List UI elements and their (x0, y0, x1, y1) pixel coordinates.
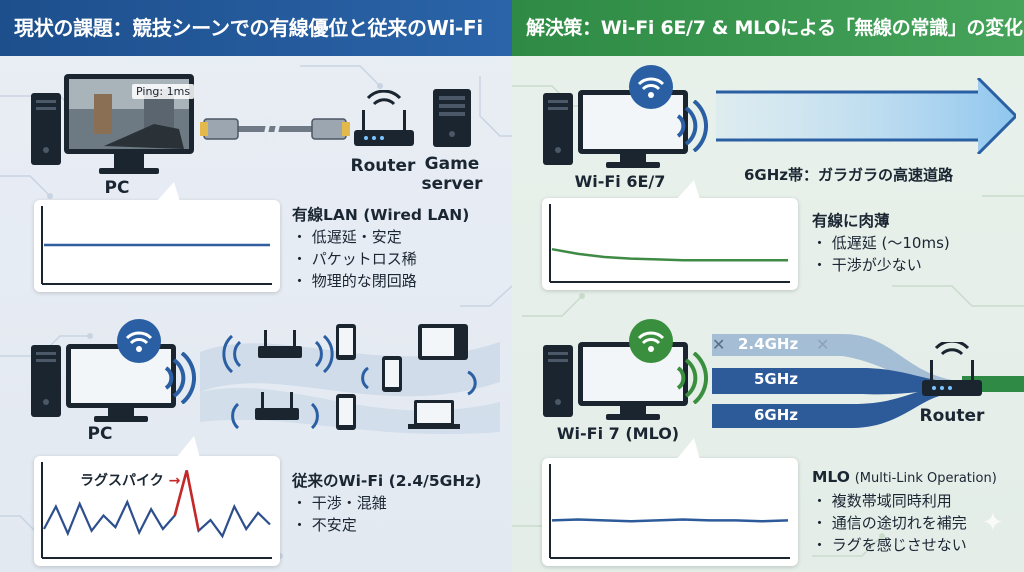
mlo-point: ・ 通信の途切れを補完 (812, 514, 967, 532)
wifi6-point: ・ 低遅延 (〜10ms) (812, 234, 950, 252)
callout-pointer (676, 180, 700, 200)
mlo-latency-line (551, 518, 789, 523)
wired-point: ・ パケットロス稀 (292, 250, 417, 268)
wifi-badge-icon (117, 319, 161, 363)
right-title: 解決策：Wi-Fi 6E/7 & MLOによる「無線の常識」の変化 (512, 0, 1024, 56)
wifi-badge-icon (629, 319, 673, 363)
mlo-heading: MLO (812, 468, 850, 486)
game-server-label: Game server (421, 154, 483, 194)
mlo-band-streams (712, 334, 1024, 428)
lag-spike-label: ラグスパイク → (80, 470, 180, 490)
pc-tower-icon (543, 345, 573, 417)
router-label-top: Router (350, 156, 416, 176)
ethernet-cable-icon (200, 115, 350, 143)
router-icon (258, 330, 302, 358)
wifi-signal-waves-icon (164, 352, 196, 404)
mlo-heading-sub: (Multi-Link Operation) (854, 471, 997, 486)
callout-pointer (156, 182, 180, 202)
wired-latency-chart (41, 184, 272, 285)
band-6ghz: 6GHz (754, 406, 799, 424)
x-mark-icon: ✕ (816, 335, 830, 354)
wifi-point: ・ 不安定 (292, 516, 357, 534)
wifi-badge-icon (629, 65, 673, 109)
6ghz-highway-arrow (716, 78, 1016, 154)
arrow-right-icon: → (163, 473, 181, 489)
ping-readout: Ping: 1ms (132, 84, 195, 99)
pc-label-top: PC (104, 178, 130, 198)
wifi6-heading: 有線に肉薄 (812, 212, 890, 230)
x-mark-icon: ✕ (712, 335, 726, 354)
band-2-4ghz: 2.4GHz (738, 335, 799, 353)
band-5ghz: 5GHz (754, 370, 799, 388)
wifi-heading: 従来のWi-Fi (2.4/5GHz) (292, 472, 482, 490)
6ghz-band-label: 6GHz帯：ガラガラの高速道路 (744, 166, 954, 184)
router-label-mlo: Router (919, 406, 985, 426)
pc-tower-icon (31, 345, 61, 417)
wired-point: ・ 低遅延・安定 (292, 228, 402, 246)
wifi6-latency-chart (549, 204, 790, 283)
mlo-description: MLO (Multi-Link Operation) ・ 複数帯域同時利用 ・ … (812, 466, 997, 556)
wifi6-point: ・ 干渉が少ない (812, 256, 922, 274)
wifi-signal-waves-icon (676, 100, 708, 152)
callout-pointer (676, 438, 700, 460)
wifi-latency-chart (41, 462, 272, 559)
wifi6-latency-line (551, 247, 788, 262)
left-panel: 現状の課題：競技シーンでの有線優位と従来のWi-Fi Ping: 1ms PC (0, 0, 512, 572)
mlo-latency-card (542, 458, 798, 566)
wifi6-description: 有線に肉薄 ・ 低遅延 (〜10ms) ・ 干渉が少ない (812, 210, 950, 276)
wifi-point: ・ 干渉・混雑 (292, 494, 387, 512)
pc-label-bottom: PC (87, 424, 113, 444)
wifi-signal-waves-icon (676, 352, 708, 404)
game-server-icon (433, 89, 471, 147)
mlo-point: ・ ラグを感じさせない (812, 536, 967, 554)
wired-latency-card (34, 184, 280, 292)
wired-description: 有線LAN (Wired LAN) ・ 低遅延・安定 ・ パケットロス稀 ・ 物… (292, 204, 469, 292)
wired-point: ・ 物理的な閉回路 (292, 272, 417, 290)
wifi-description: 従来のWi-Fi (2.4/5GHz) ・ 干渉・混雑 ・ 不安定 (292, 470, 481, 536)
callout-pointer (176, 436, 200, 458)
lag-spike-segment (173, 470, 200, 532)
wifi6-latency-card (542, 198, 798, 290)
mlo-latency-chart (549, 464, 790, 559)
pc-tower-icon (543, 93, 573, 165)
monitor-icon (66, 344, 176, 422)
interference-devices (200, 324, 500, 435)
mlo-pc-label: Wi-Fi 7 (MLO) (556, 424, 680, 443)
router-icon (354, 90, 414, 146)
pc-tower-icon (31, 93, 61, 165)
wifi6-pc-label: Wi-Fi 6E/7 (574, 172, 666, 191)
mlo-point: ・ 複数帯域同時利用 (812, 492, 952, 510)
left-title: 現状の課題：競技シーンでの有線優位と従来のWi-Fi (0, 0, 512, 56)
wifi-latency-card: ラグスパイク → (34, 456, 280, 566)
wired-heading: 有線LAN (Wired LAN) (292, 206, 470, 224)
router-icon (922, 342, 982, 396)
sparkle-icon: ✦ (982, 508, 1004, 538)
wifi-latency-line (43, 470, 271, 539)
right-panel: 解決策：Wi-Fi 6E/7 & MLOによる「無線の常識」の変化 Wi-Fi … (512, 0, 1024, 572)
router-icon (255, 392, 299, 420)
lag-spike-text: ラグスパイク (80, 473, 164, 489)
